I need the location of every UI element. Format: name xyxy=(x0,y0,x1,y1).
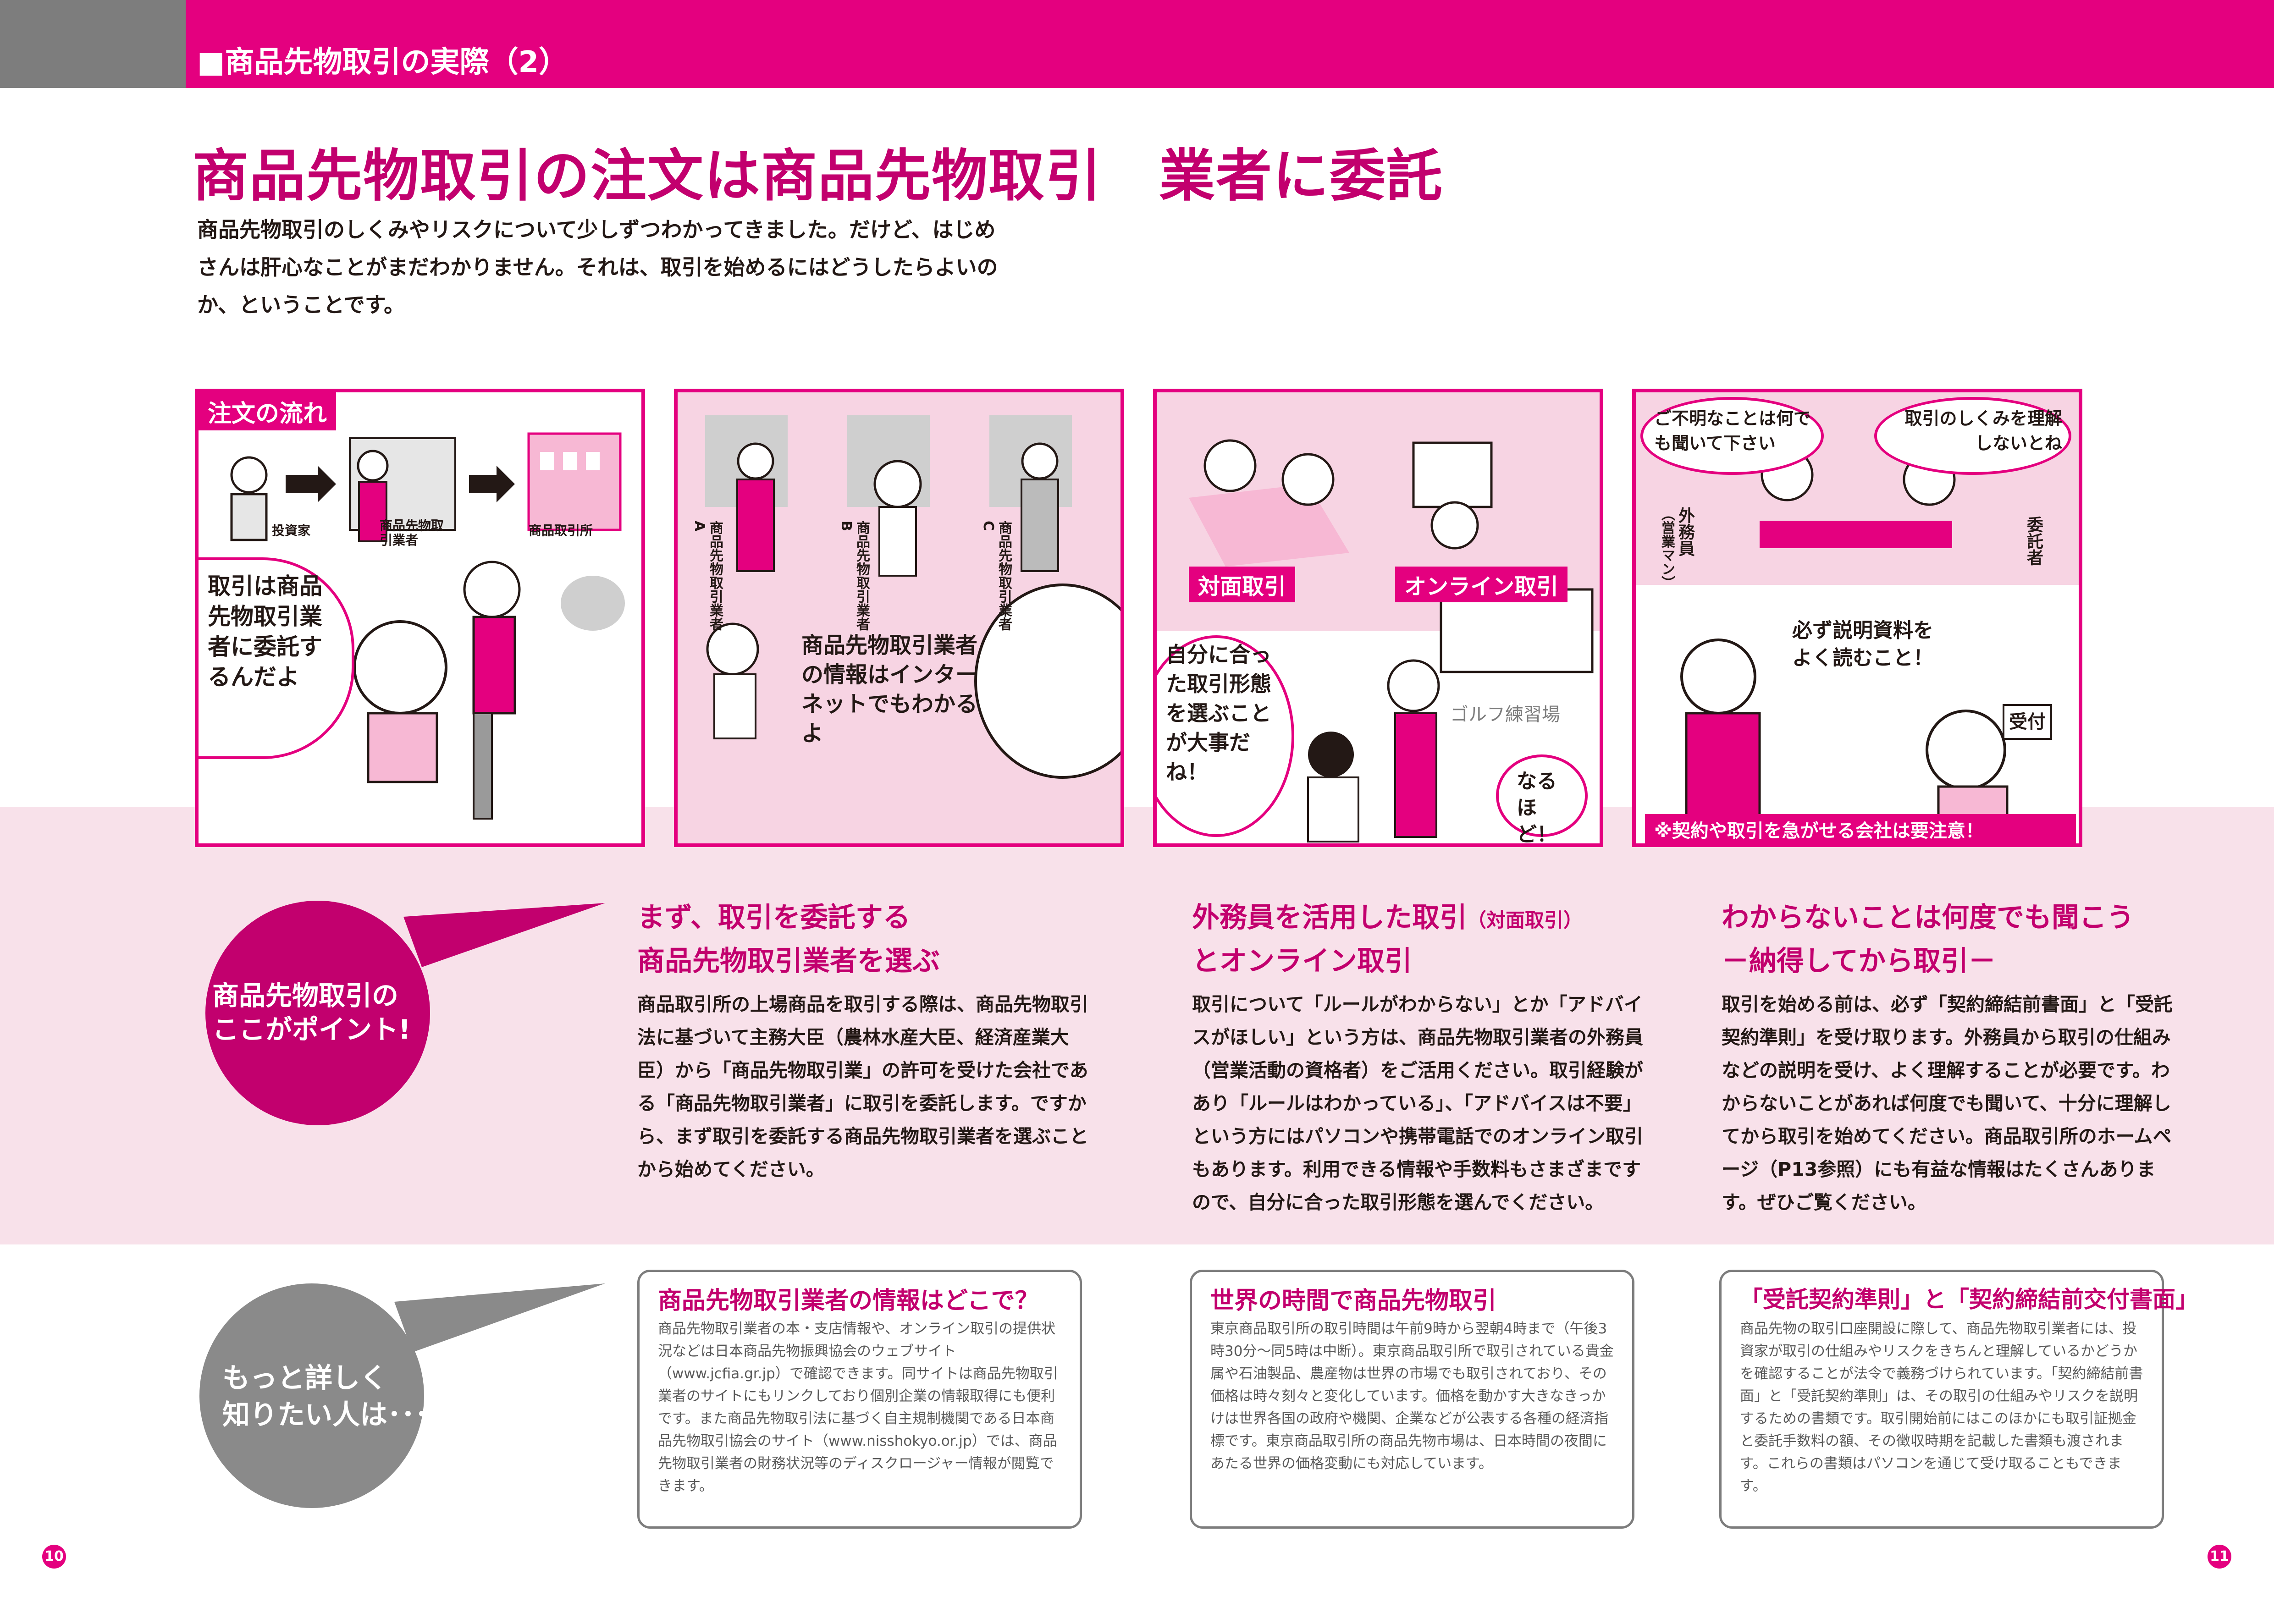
intro-text: 商品先物取引のしくみやリスクについて少しずつわかってきました。だけど、はじめさん… xyxy=(197,217,998,317)
box2-heading: 世界の時間で商品先物取引 xyxy=(1210,1287,1497,1315)
section1-heading-2: 商品先物取引業者を選ぶ xyxy=(637,945,940,977)
label-broker-b: 商品先物取引業者B xyxy=(838,521,870,631)
bubble-text-internet: 商品先物取引業者の情報はインターネットでもわかるよ xyxy=(801,633,978,746)
bubble-text-choose: 自分に合った取引形態を選ぶことが大事だね！ xyxy=(1166,642,1271,784)
page-number-right: 11 xyxy=(2208,1545,2231,1569)
speech-bubble-left xyxy=(1157,635,1294,837)
box3-body: 商品先物の取引口座開設に際して、商品先物取引業者には、投資家が取引の仕組みやリス… xyxy=(1740,1321,2143,1494)
header-bar xyxy=(186,0,2274,88)
info-box-world-time: 世界の時間で商品先物取引 東京商品取引所の取引時間は午前9時から翌朝4時まで（午… xyxy=(1190,1270,1634,1529)
comic-panel-trade-types: 対面取引 オンライン取引 自分に合った取引形態を選ぶことが大事だね！ ゴルフ練習… xyxy=(1153,389,1603,847)
point-text-1: 商品先物取引の xyxy=(212,980,399,1011)
section3-heading-1: わからないことは何度でも聞こう xyxy=(1722,902,2134,934)
info-box-documents: 「受託契約準則」と「契約締結前交付書面」 商品先物の取引口座開設に際して、商品先… xyxy=(1719,1270,2198,1529)
section3-body: 取引を始める前は、必ず「契約締結前書面」と「受託契約準則」を受け取ります。外務員… xyxy=(1722,993,2173,1213)
order-flow-tag: 注文の流れ xyxy=(199,392,337,430)
header-gray-block xyxy=(0,0,186,88)
bubble-text-naruhodo: なるほど！ xyxy=(1517,770,1557,846)
reception-sign: 受付 xyxy=(2003,704,2052,740)
speech-bubble-client xyxy=(1874,397,2071,475)
box2-body: 東京商品取引所の取引時間は午前9時から翌朝4時まで（午後3時30分～同5時は中断… xyxy=(1210,1321,1614,1472)
section2-heading-1: 外務員を活用した取引（対面取引） xyxy=(1192,902,1583,934)
comic-panel-order-flow: 注文の流れ 投資家 商品先物取引業者 商品取引所 取引は商品先物取引業者に委託す… xyxy=(195,389,645,847)
section-header: ■商品先物取引の実際（2） xyxy=(197,45,568,79)
tag-online: オンライン取引 xyxy=(1395,567,1568,602)
caption-exchange: 商品取引所 xyxy=(529,523,593,538)
page-number-left: 10 xyxy=(42,1545,66,1569)
page-title: 商品先物取引の注文は商品先物取引 業者に委託 xyxy=(193,143,1443,209)
speech-bubble-right xyxy=(1496,754,1588,837)
caption-investor: 投資家 xyxy=(272,523,311,538)
section2-heading-2: とオンライン取引 xyxy=(1192,945,1412,977)
brokers-illustration xyxy=(705,415,1120,779)
comic-panel-brokers: 商品先物取引業者A 商品先物取引業者B 商品先物取引業者C 商品先物取引業者の情… xyxy=(674,389,1124,847)
speech-bubble-sales xyxy=(1640,397,1824,475)
warning-text: ※契約や取引を急がせる会社は要注意！ xyxy=(1645,814,2076,843)
golf-sign: ゴルフ練習場 xyxy=(1450,704,1560,725)
box1-heading: 商品先物取引業者の情報はどこで？ xyxy=(658,1287,1039,1315)
section1-body: 商品取引所の上場商品を取引する際は、商品先物取引法に基づいて主務大臣（農林水産大… xyxy=(637,993,1088,1180)
label-client: 委託者 xyxy=(2024,516,2043,566)
point-bubble-tail xyxy=(403,903,605,967)
comic-panel-consult: ご不明なことは何でも聞いて下さい 取引のしくみを理解しないとね 外務員 （営業マ… xyxy=(1632,389,2082,847)
more-text-1: もっと詳しく xyxy=(222,1362,387,1394)
speech-bubble xyxy=(199,557,354,759)
bubble-text-understand: 取引のしくみを理解しないとね xyxy=(1904,408,2062,453)
point-text-2: ここがポイント! xyxy=(212,1014,411,1045)
bubble-text-commission: 取引は商品先物取引業者に委託するんだよ xyxy=(208,573,322,690)
label-sales: 外務員 xyxy=(1676,507,1694,556)
box3-heading: 「受託契約準則」と「契約締結前交付書面」 xyxy=(1740,1286,2198,1313)
more-info-circle: もっと詳しく 知りたい人は･･･ xyxy=(199,1283,429,1508)
tag-face-to-face: 対面取引 xyxy=(1189,567,1296,602)
section1-heading-1: まず、取引を委託する xyxy=(637,902,911,934)
more-text-2: 知りたい人は･･･ xyxy=(222,1399,429,1431)
section3-heading-2: －納得してから取引－ xyxy=(1722,945,1996,977)
section2-body: 取引について「ルールがわからない」とか「アドバイスがほしい」という方は、商品先物… xyxy=(1192,993,1643,1213)
info-box-broker-info: 商品先物取引業者の情報はどこで？ 商品先物取引業者の本・支店情報や、オンライン取… xyxy=(637,1270,1082,1529)
caption-broker: 商品先物取引業者 xyxy=(380,518,444,548)
more-bubble-tail xyxy=(394,1283,605,1352)
order-flow-illustration xyxy=(230,432,625,820)
label-sales-sub: （営業マン） xyxy=(1659,507,1675,589)
point-circle: 商品先物取引の ここがポイント! xyxy=(205,901,430,1125)
box1-body: 商品先物取引業者の本・支店情報や、オンライン取引の提供状況などは日本商品先物振興… xyxy=(658,1321,1058,1494)
label-broker-c: 商品先物取引業者C xyxy=(980,521,1012,631)
bubble-text-ask: ご不明なことは何でも聞いて下さい xyxy=(1654,408,1811,453)
notice-text: 必ず説明資料をよく読むこと！ xyxy=(1792,619,1933,670)
label-broker-a: 商品先物取引業者A xyxy=(691,521,723,631)
